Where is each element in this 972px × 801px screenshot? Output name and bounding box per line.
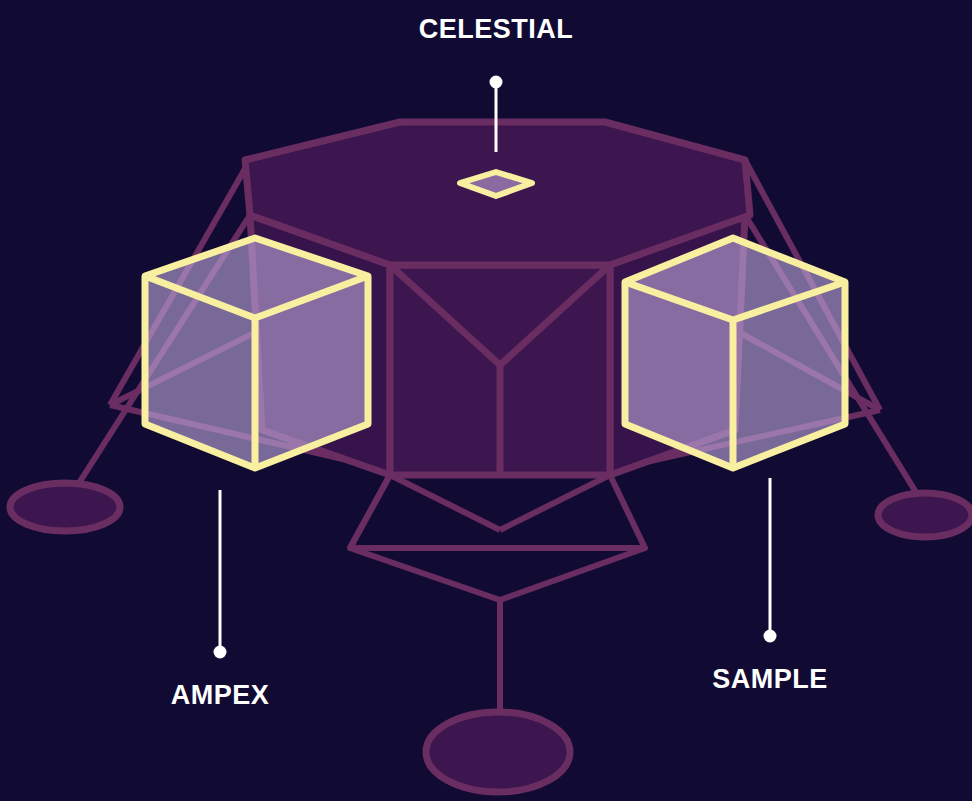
- footpad: [10, 483, 120, 531]
- footpad: [426, 712, 570, 792]
- leader-lines: [215, 77, 775, 657]
- callout-label: AMPEX: [171, 680, 270, 711]
- ampex-cube: [145, 238, 368, 468]
- celestial-sensor: [460, 172, 532, 196]
- callout-label: CELESTIAL: [419, 14, 574, 45]
- sample-cube: [625, 238, 845, 468]
- footpad: [878, 493, 972, 537]
- footpads: [10, 483, 972, 792]
- callout-label: SAMPLE: [712, 664, 828, 695]
